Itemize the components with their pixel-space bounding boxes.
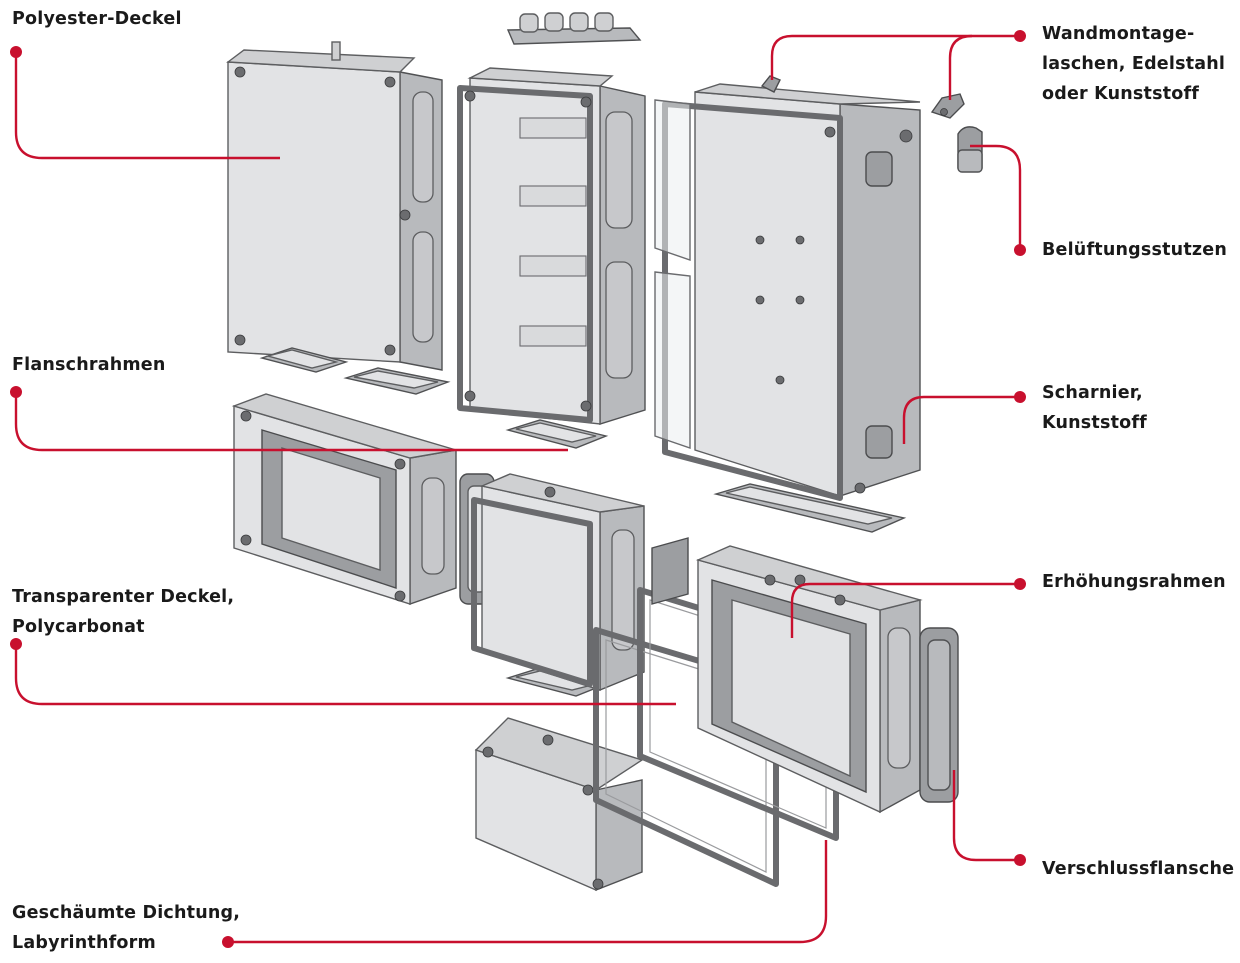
label-vent-plug-text: Belüftungsstutzen (1042, 240, 1228, 260)
vent-plug-illustration (957, 126, 983, 173)
label-hinge: Scharnier, Kunststoff (1042, 378, 1147, 438)
leader-dot-vent-plug (1014, 244, 1026, 256)
label-wall-brackets: Wandmontage- laschen, Edelstahl oder Kun… (1042, 19, 1225, 109)
label-foamed-gasket: Geschäumte Dichtung, Labyrinthform (12, 898, 240, 958)
leader-polyester-lid (14, 52, 280, 160)
middle-enclosure-illustration (457, 67, 646, 425)
bottom-closed-box-illustration (474, 717, 644, 892)
label-wall-brackets-line2: laschen, Edelstahl (1042, 54, 1226, 74)
leader-wall-brackets (770, 34, 1020, 80)
label-closing-flanges-text: Verschlussflansche (1042, 859, 1235, 879)
label-vent-plug: Belüftungsstutzen (1042, 235, 1227, 265)
label-wall-brackets-line3: oder Kunststoff (1042, 84, 1200, 104)
leader-wall-brackets-branch (948, 34, 973, 100)
label-hinge-line1: Scharnier, (1042, 383, 1143, 403)
leader-closing-flanges (952, 770, 1020, 862)
label-hinge-line2: Kunststoff (1042, 413, 1147, 433)
leader-raising-frame (790, 582, 1020, 638)
flange-frames (259, 347, 907, 697)
label-foamed-gasket-line1: Geschäumte Dichtung, (12, 903, 241, 923)
cable-gland-strip (506, 12, 642, 45)
label-raising-frame-text: Erhöhungsrahmen (1042, 572, 1226, 592)
label-transparent-lid: Transparenter Deckel, Polycarbonat (12, 582, 234, 642)
leader-foamed-gasket (228, 840, 828, 944)
leader-dot-wall-brackets (1014, 30, 1026, 42)
leader-dot-transparent-lid (10, 638, 22, 650)
label-foamed-gasket-line2: Labyrinthform (12, 933, 156, 953)
leader-vent-plug (970, 144, 1022, 250)
label-closing-flanges: Verschlussflansche (1042, 854, 1234, 884)
leader-hinge (902, 395, 1020, 444)
leader-dot-closing-flanges (1014, 854, 1026, 866)
label-transparent-lid-line1: Transparenter Deckel, (12, 587, 235, 607)
leader-dot-hinge (1014, 391, 1026, 403)
wall-bracket-illustration (760, 75, 965, 119)
leader-lines (10, 30, 1026, 948)
label-flange-frame-text: Flanschrahmen (12, 355, 166, 375)
leader-dot-raising-frame (1014, 578, 1026, 590)
center-box-illustration (471, 473, 645, 692)
leader-dot-foamed-gasket (222, 936, 234, 948)
leader-dot-flange-frame (10, 386, 22, 398)
label-flange-frame: Flanschrahmen (12, 350, 166, 380)
left-lower-enclosure-illustration (231, 393, 457, 605)
closing-flange-illustration (919, 627, 959, 803)
leader-dot-polyester-lid (10, 46, 22, 58)
right-enclosure-illustration (654, 83, 921, 501)
label-raising-frame: Erhöhungsrahmen (1042, 567, 1226, 597)
raising-frame-enclosure-illustration (695, 545, 923, 814)
label-polyester-lid: Polyester-Deckel (12, 4, 182, 34)
polyester-lid-illustration (226, 41, 443, 371)
leader-flange-frame (14, 392, 568, 452)
label-transparent-lid-line2: Polycarbonat (12, 617, 145, 637)
label-polyester-lid-text: Polyester-Deckel (12, 9, 182, 29)
leader-transparent-lid (14, 644, 676, 706)
label-wall-brackets-line1: Wandmontage- (1042, 24, 1195, 44)
